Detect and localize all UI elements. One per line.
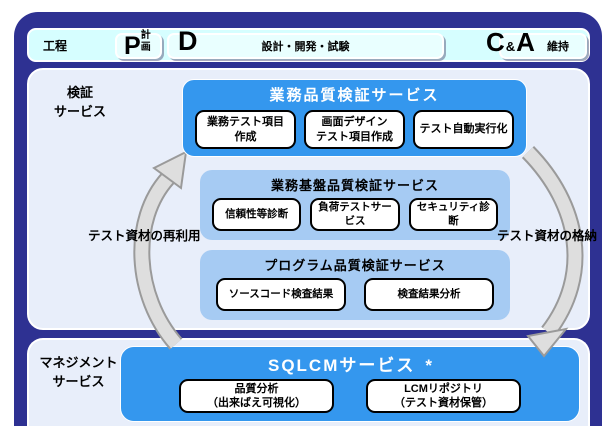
business-platform-items: 信頼性等診断 負荷テストサービス セキュリティ診断 bbox=[212, 198, 498, 231]
phase-check-letter: C bbox=[486, 27, 505, 57]
management-section: マネジメント サービス SQLCMサービス* 品質分析 （出来ばえ可視化） LC… bbox=[27, 338, 590, 426]
phase-act-letter: A bbox=[516, 27, 535, 57]
phase-ampersand: & bbox=[505, 39, 516, 54]
reliability-diagnosis-box: 信頼性等診断 bbox=[212, 198, 302, 231]
phase-check-act-letters: C & A bbox=[486, 27, 535, 58]
security-diagnosis-box: セキュリティ診断 bbox=[408, 198, 498, 231]
store-arrow-label: テスト資材の格納 bbox=[497, 229, 598, 243]
program-quality-verification-group: プログラム品質検証サービス ソースコード検査結果 検査結果分析 bbox=[200, 250, 510, 320]
phase-design-label: 設計・開発・試験 bbox=[261, 41, 350, 53]
verification-section: 検証 サービス 業務品質検証サービス 業務テスト項目 作成 画面デザイン テスト… bbox=[27, 68, 590, 330]
process-phase-bar: 工程 P 計画 D 設計・開発・試験 維持 C & A bbox=[27, 26, 590, 62]
load-test-service-box: 負荷テストサービス bbox=[310, 198, 400, 231]
inspection-result-analysis-box: 検査結果分析 bbox=[364, 278, 494, 311]
reuse-arrow-label: テスト資材の再利用 bbox=[88, 229, 201, 243]
lcm-repository-box: LCMリポジトリ （テスト資材保管） bbox=[366, 379, 521, 413]
program-quality-verification-title: プログラム品質検証サービス bbox=[264, 258, 446, 273]
business-quality-verification-group: 業務品質検証サービス 業務テスト項目 作成 画面デザイン テスト項目作成 テスト… bbox=[182, 79, 527, 157]
phase-design-button: D 設計・開発・試験 bbox=[167, 26, 444, 59]
screen-design-test-items-box: 画面デザイン テスト項目作成 bbox=[304, 110, 405, 149]
business-quality-verification-title: 業務品質検証サービス bbox=[269, 87, 440, 104]
phase-plan-button: P 計画 bbox=[115, 30, 162, 60]
sqlcm-service-group: SQLCMサービス* 品質分析 （出来ばえ可視化） LCMリポジトリ （テスト資… bbox=[120, 346, 580, 422]
phase-plan-label: 計画 bbox=[140, 30, 151, 53]
source-code-inspection-box: ソースコード検査結果 bbox=[216, 278, 346, 311]
verification-side-label: 検証 サービス bbox=[53, 85, 106, 119]
phase-plan-letter: P bbox=[124, 32, 141, 60]
process-label: 工程 bbox=[43, 38, 68, 53]
business-platform-quality-group: 業務基盤品質検証サービス 信頼性等診断 負荷テストサービス セキュリティ診断 bbox=[200, 170, 510, 240]
program-quality-items: ソースコード検査結果 検査結果分析 bbox=[216, 278, 494, 311]
business-platform-quality-title: 業務基盤品質検証サービス bbox=[270, 178, 439, 193]
business-test-items-box: 業務テスト項目 作成 bbox=[195, 110, 296, 149]
phase-maintain-button: 維持 bbox=[499, 33, 587, 59]
sqlcm-items: 品質分析 （出来ばえ可視化） LCMリポジトリ （テスト資材保管） bbox=[179, 379, 521, 413]
business-quality-items: 業務テスト項目 作成 画面デザイン テスト項目作成 テスト自動実行化 bbox=[195, 110, 514, 149]
management-side-label: マネジメント サービス bbox=[39, 355, 118, 389]
test-automation-box: テスト自動実行化 bbox=[413, 110, 514, 149]
phase-maintain-label: 維持 bbox=[547, 41, 569, 53]
sqlcm-service-title: SQLCMサービス* bbox=[267, 356, 432, 375]
quality-analysis-box: 品質分析 （出来ばえ可視化） bbox=[179, 379, 334, 413]
phase-design-letter: D bbox=[178, 26, 198, 56]
sqlcm-asterisk: * bbox=[425, 356, 432, 375]
